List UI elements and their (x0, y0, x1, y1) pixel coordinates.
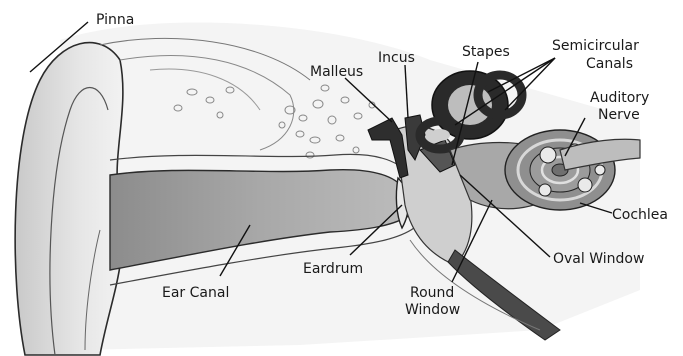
pinna-shape (15, 43, 123, 355)
label-eardrum: Eardrum (303, 261, 363, 277)
label-oval-window: Oval Window (553, 251, 644, 267)
label-stapes: Stapes (462, 44, 510, 60)
label-round-2: Window (405, 302, 460, 318)
label-ear-canal: Ear Canal (162, 285, 229, 301)
label-semicircular-1: Semicircular (552, 38, 639, 54)
label-cochlea: Cochlea (612, 207, 668, 223)
label-incus: Incus (378, 50, 415, 66)
label-auditory-1: Auditory (590, 90, 649, 106)
label-semicircular-2: Canals (586, 56, 633, 72)
label-pinna: Pinna (96, 12, 134, 28)
label-auditory-2: Nerve (598, 107, 640, 123)
label-round-1: Round (410, 285, 454, 301)
label-malleus: Malleus (310, 64, 363, 80)
